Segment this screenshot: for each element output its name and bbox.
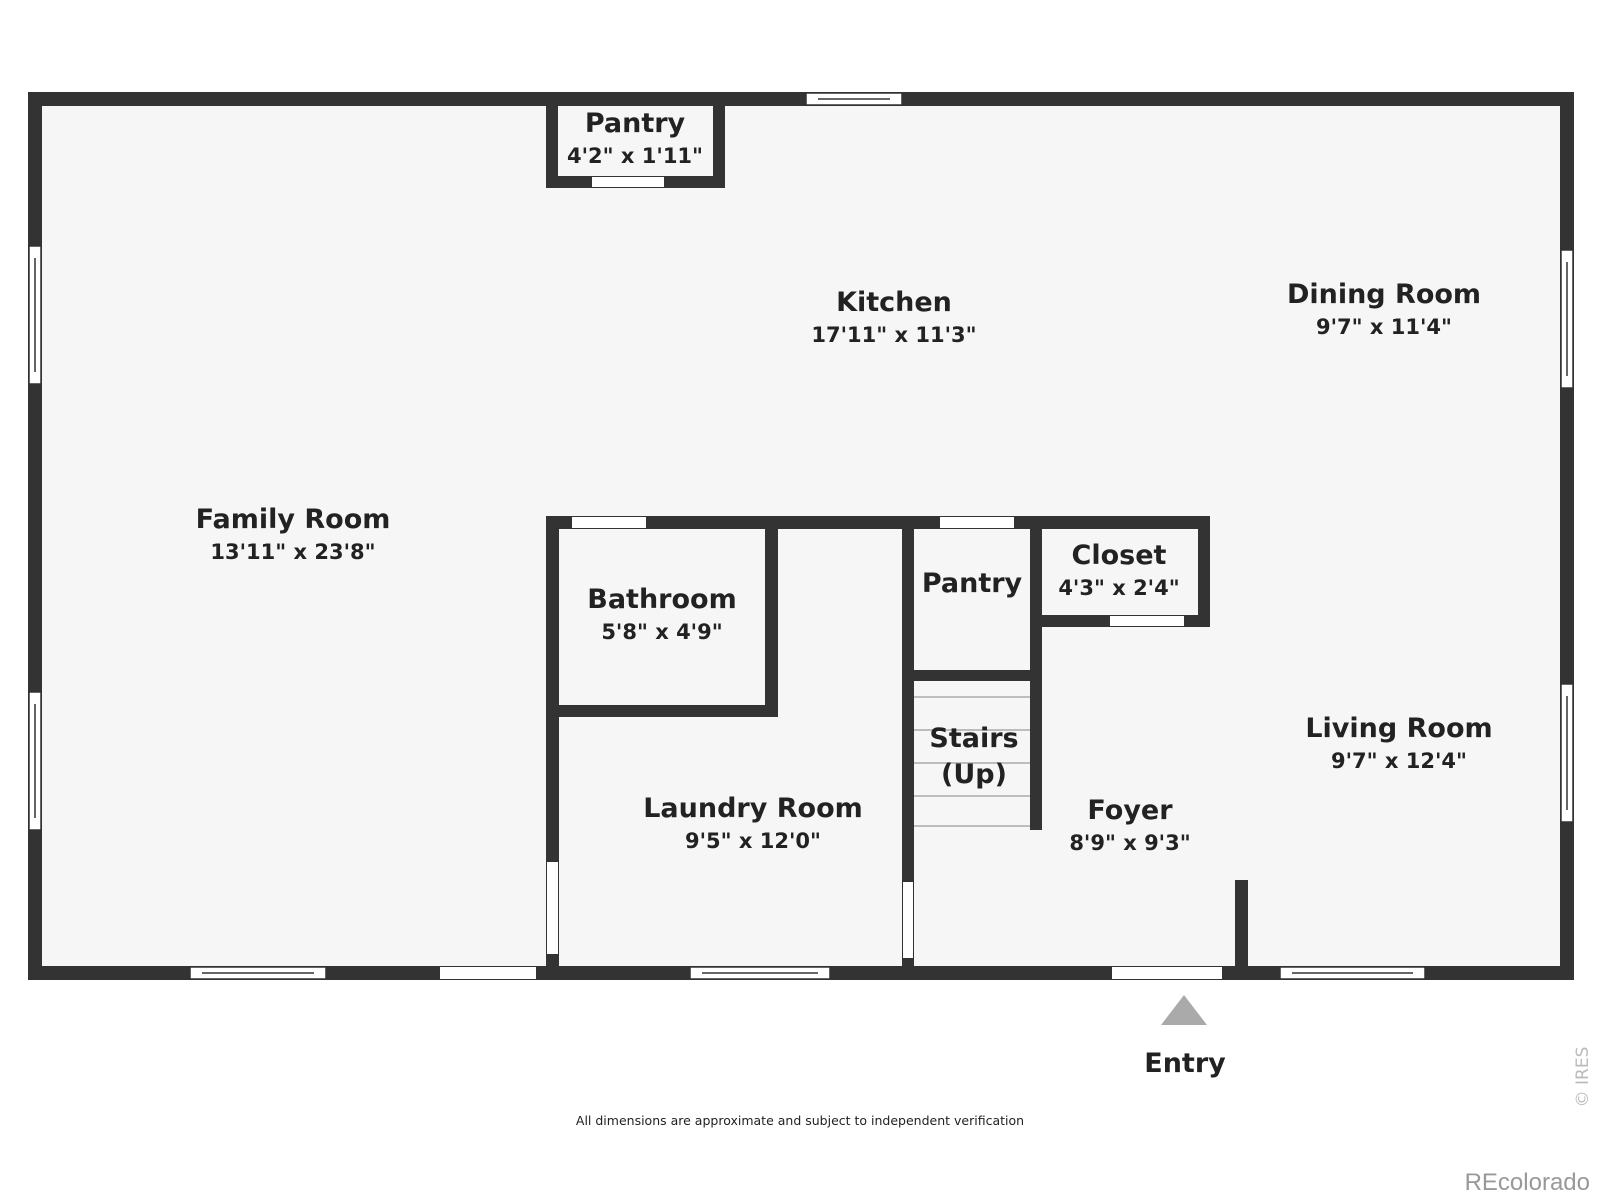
windows [28, 92, 1574, 980]
kitchen-name: Kitchen [836, 287, 952, 318]
closet-name: Closet [1072, 540, 1167, 571]
kitchen-dims: 17'11" x 11'3" [811, 323, 976, 347]
living-room-name: Living Room [1305, 713, 1492, 744]
disclaimer: All dimensions are approximate and subje… [576, 1113, 1024, 1128]
laundry-room-name: Laundry Room [643, 793, 863, 824]
entry-arrow-icon [1161, 995, 1207, 1025]
foyer-name: Foyer [1087, 795, 1173, 826]
recolorado-logo: REcolorado [1465, 1169, 1590, 1196]
entry-label: Entry [1144, 1048, 1226, 1079]
family-room-name: Family Room [196, 504, 391, 535]
family-room-dims: 13'11" x 23'8" [210, 540, 375, 564]
stairs-treads [914, 681, 1030, 827]
pantry-top-dims: 4'2" x 1'11" [567, 144, 703, 168]
bathroom-dims: 5'8" x 4'9" [601, 620, 722, 644]
pantry-top-name: Pantry [585, 108, 686, 139]
ires-watermark: © IRES [1573, 1047, 1593, 1108]
bathroom-name: Bathroom [587, 584, 736, 615]
closet-dims: 4'3" x 2'4" [1058, 576, 1179, 600]
stairs-name: Stairs [929, 723, 1018, 754]
dining-room-name: Dining Room [1287, 279, 1481, 310]
pantry-mid-name: Pantry [922, 568, 1023, 599]
laundry-room-dims: 9'5" x 12'0" [685, 829, 821, 853]
floor-area [34, 98, 1568, 976]
living-room-dims: 9'7" x 12'4" [1331, 749, 1467, 773]
stairs-direction: (Up) [941, 759, 1007, 790]
door-openings [440, 177, 1222, 979]
dining-room-dims: 9'7" x 11'4" [1316, 315, 1452, 339]
foyer-dims: 8'9" x 9'3" [1069, 831, 1190, 855]
